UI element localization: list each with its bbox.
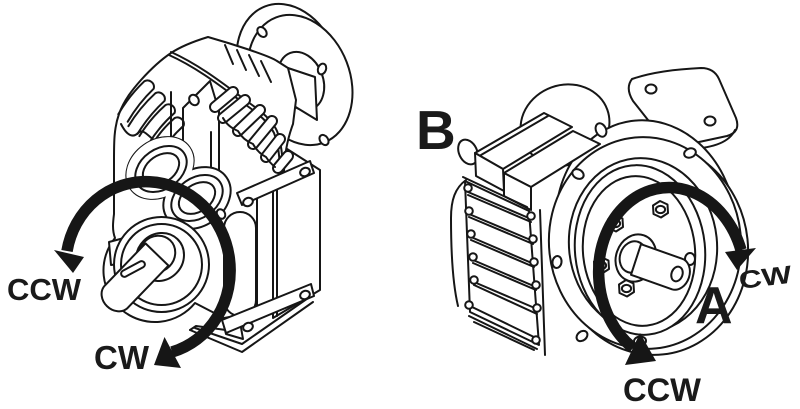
- svg-text:B: B: [416, 99, 456, 161]
- svg-text:A: A: [695, 277, 733, 335]
- svg-text:CCW: CCW: [623, 372, 702, 408]
- svg-text:CW: CW: [94, 339, 150, 376]
- svg-text:CCW: CCW: [7, 272, 82, 307]
- svg-text:CW: CW: [737, 261, 794, 295]
